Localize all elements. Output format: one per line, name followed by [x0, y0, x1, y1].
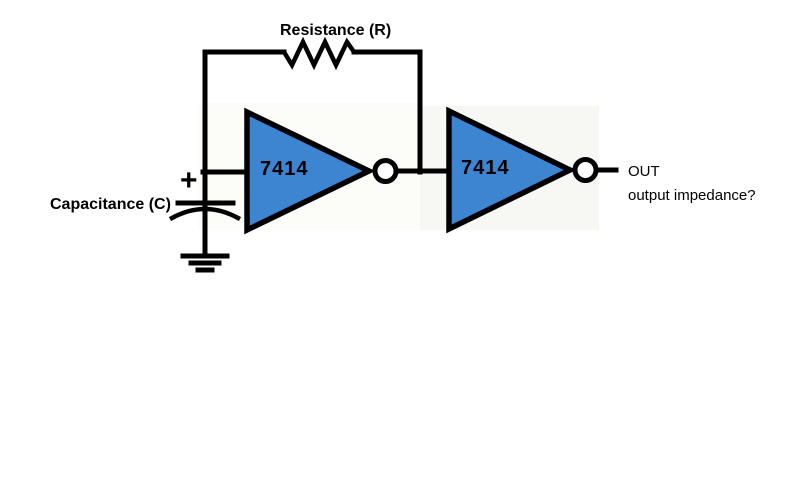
inverter1-bubble — [372, 158, 399, 184]
capacitor-curved-plate — [168, 206, 242, 222]
inverter2-label: 7414 — [461, 157, 510, 179]
inverter1-triangle — [244, 107, 376, 235]
resistor-label: Resistance (R) — [280, 22, 392, 39]
feedback-wire-right — [351, 49, 423, 175]
output-impedance-question: output impedance? — [628, 187, 756, 204]
resistor-symbol — [282, 36, 356, 71]
feedback-wire-left — [202, 49, 287, 259]
output-label: OUT — [628, 163, 660, 180]
capacitor-polarity-mark: + — [180, 164, 198, 197]
inverter2-bubble — [572, 157, 599, 183]
capacitor-label: Capacitance (C) — [50, 196, 171, 213]
inverter1-label: 7414 — [260, 158, 309, 180]
inverter2-triangle — [446, 106, 577, 234]
